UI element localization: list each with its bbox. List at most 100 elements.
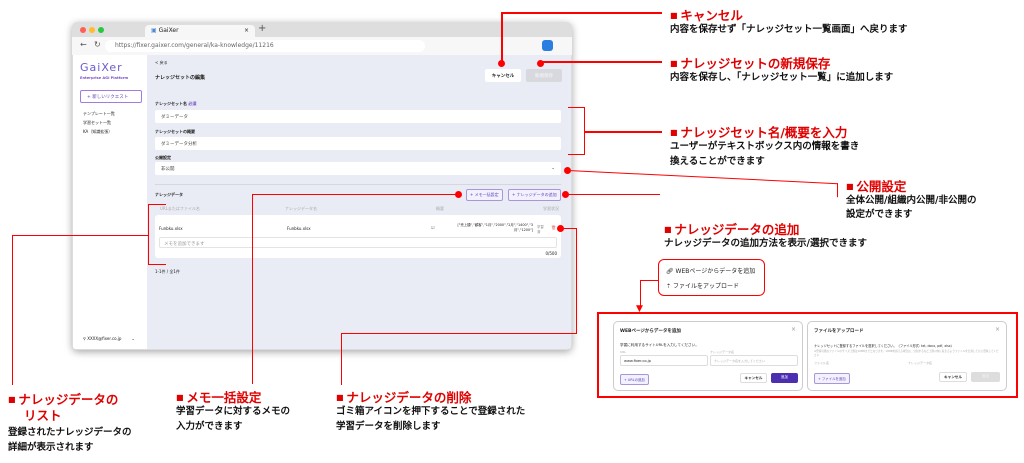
upload-modal-title: ファイルをアップロード <box>814 329 864 334</box>
annotation-desc: 全体公開/組織内公開/非公開の <box>846 195 977 206</box>
annotation-desc: 学習データに対するメモの <box>176 406 291 417</box>
upload-instruction: ナレッジセットに登録するファイルを選択してください。（ファイル形式: txt, … <box>814 344 954 348</box>
menu-item-label: ファイルをアップロード <box>672 283 739 290</box>
visibility-select[interactable]: 非公開⌄ <box>155 162 561 175</box>
marker-dot <box>537 60 544 67</box>
name-input[interactable]: ダミーデータ <box>155 110 561 123</box>
upload-note: ※登録可能なファイルのサイズ上限は10MBまでとなります。10MBを超える場合は… <box>814 350 999 357</box>
connector-line <box>561 228 577 334</box>
tab-bar: ▣ GaiXer× + <box>72 22 572 37</box>
connector-line <box>252 194 457 384</box>
connector-line <box>585 131 662 133</box>
web-modal-title: WEBページからデータを追加 <box>620 329 681 334</box>
summary-input[interactable]: ダミーデータ分析 <box>155 137 561 150</box>
tab-close-icon[interactable]: × <box>243 27 249 34</box>
annotation-title-add: ナレッジデータの追加 <box>664 219 799 238</box>
trash-icon[interactable]: 🗑 <box>551 225 557 230</box>
annotation-title-list-2: リスト <box>24 408 62 423</box>
back-link[interactable]: < 戻る <box>155 60 168 65</box>
add-file-button[interactable]: + ファイルを追加 <box>814 373 850 384</box>
save-button[interactable]: 新規保存 <box>526 69 562 82</box>
annotation-desc: 設定ができます <box>846 209 913 220</box>
upload-cancel-button[interactable]: キャンセル <box>939 372 967 382</box>
menu-item-label: WEBページからデータを追加 <box>675 268 756 275</box>
connector-line <box>341 333 577 385</box>
close-window-icon[interactable] <box>80 27 86 33</box>
knowledge-name-input[interactable]: ナレッジデータ名を入力してください <box>710 355 798 366</box>
browser-tab[interactable]: ▣ GaiXer× <box>145 25 255 37</box>
required-badge: 必須 <box>188 101 197 106</box>
row-summary: ["売上額","顧客","1月","2000","2月","1400","3月"… <box>457 223 533 232</box>
browser-window: ▣ GaiXer× + ← ↻ https://fixer.gaixer.com… <box>72 22 572 350</box>
address-bar-row: ← ↻ https://fixer.gaixer.com/general/ka-… <box>72 37 572 55</box>
user-email: XXXX@fixer.co.jp <box>87 336 122 341</box>
new-tab-icon[interactable]: + <box>258 23 267 34</box>
new-request-button[interactable]: + 新しいリクエスト <box>80 90 142 103</box>
annotation-desc: ナレッジデータの追加方法を表示/選択できます <box>664 238 867 249</box>
connector-line <box>501 12 662 14</box>
reload-icon[interactable]: ↻ <box>94 40 101 49</box>
annotation-title-cancel: キャンセル <box>670 5 743 24</box>
copilot-icon[interactable] <box>542 40 553 51</box>
summary-label: ナレッジセットの概要 <box>155 129 195 134</box>
marker-dot <box>562 191 569 198</box>
annotation-desc: 詳細が表示されます <box>8 442 94 453</box>
modals-frame: WEBページからデータを追加 × 学習に利用するサイトURLを入力してください。… <box>597 312 1018 398</box>
annotation-desc: 学習データを削除します <box>336 421 441 432</box>
connector-line <box>640 280 658 306</box>
add-url-button[interactable]: + URLの追加 <box>620 374 649 385</box>
chevron-down-icon: ⌄ <box>131 336 135 341</box>
close-icon[interactable]: × <box>994 326 1000 333</box>
annotation-desc: 入力ができます <box>176 421 243 432</box>
page-title: ナレッジセットの編集 <box>155 75 206 81</box>
bracket <box>568 107 585 155</box>
menu-item-upload[interactable]: ⇡ ファイルをアップロード <box>666 281 739 290</box>
main-content: < 戻る ナレッジセットの編集 キャンセル 新規保存 ナレッジセット名 必須 ダ… <box>147 55 571 349</box>
summary-check-icon: ☑ <box>431 225 435 230</box>
knowledge-data-heading: ナレッジデータ <box>155 192 183 197</box>
column-header-status: 学習状況 <box>543 206 559 211</box>
connector-line <box>540 61 662 63</box>
url-input[interactable]: www.fixer.co.jp <box>620 355 708 366</box>
annotation-title-visibility: 公開設定 <box>846 176 906 195</box>
cancel-button[interactable]: キャンセル <box>485 69 521 82</box>
add-knowledge-data-button[interactable]: + ナレッジデータの追加 <box>508 189 561 201</box>
minimize-icon[interactable] <box>89 27 95 33</box>
maximize-icon[interactable] <box>98 27 104 33</box>
annotation-desc: 内容を保存せず「ナレッジセット一覧画面」へ戻ります <box>670 24 908 35</box>
web-modal: WEBページからデータを追加 × 学習に利用するサイトURLを入力してください。… <box>613 321 803 391</box>
upload-submit-button[interactable]: 追加 <box>971 372 1000 382</box>
sidebar-item-templates[interactable]: テンプレート一覧 <box>83 111 115 116</box>
marker-dot <box>564 167 571 174</box>
annotation-title-name: ナレッジセット名/概要を入力 <box>670 122 847 141</box>
annotation-title-delete: ナレッジデータの削除 <box>336 387 471 406</box>
web-cancel-button[interactable]: キャンセル <box>740 373 767 383</box>
row-file: Funbku.xlsx <box>159 226 183 231</box>
menu-item-web[interactable]: 🔗︎ WEBページからデータを追加 <box>666 266 755 275</box>
connector-line <box>501 12 503 64</box>
column-header-name: ナレッジデータ名 <box>285 206 317 211</box>
memo-bulk-button[interactable]: + メモ一括設定 <box>466 189 503 201</box>
bracket <box>148 204 166 265</box>
name-label: ナレッジデータ名 <box>908 361 933 365</box>
back-icon[interactable]: ← <box>80 40 87 49</box>
table-row: Funbku.xlsx Funbku.xlsx ☑ ["売上額","顧客","1… <box>155 215 561 258</box>
memo-input[interactable]: メモを追加できます <box>159 237 557 248</box>
connector-line <box>12 235 148 385</box>
close-icon[interactable]: × <box>790 326 796 333</box>
sidebar-item-learning-sets[interactable]: 学習セット一覧 <box>83 120 111 125</box>
sidebar-item-ka[interactable]: KA（知識拡張） <box>83 129 113 134</box>
web-submit-button[interactable]: 追加 <box>771 373 798 383</box>
user-menu[interactable]: ⚲ XXXX@fixer.co.jp⌄ <box>83 336 135 341</box>
name-label: ナレッジセット名 <box>155 101 187 106</box>
memo-char-count: 0/500 <box>545 251 557 256</box>
annotation-desc: 内容を保存し、「ナレッジセット一覧」に追加します <box>670 72 894 83</box>
file-label: ファイル名 <box>814 361 830 365</box>
annotation-desc: ゴミ箱アイコンを押下することで登録された <box>336 406 526 417</box>
row-name: Funbku.xlsx <box>287 226 311 231</box>
url-input[interactable]: https://fixer.gaixer.com/general/ka-know… <box>105 40 425 52</box>
logo-tagline: Enterprise AGI Platform <box>80 76 129 80</box>
annotation-title-memo: メモ一括設定 <box>176 387 261 406</box>
add-data-menu: 🔗︎ WEBページからデータを追加 ⇡ ファイルをアップロード <box>658 259 765 296</box>
annotation-desc: ユーザーがテキストボックス内の情報を書き <box>670 141 860 152</box>
